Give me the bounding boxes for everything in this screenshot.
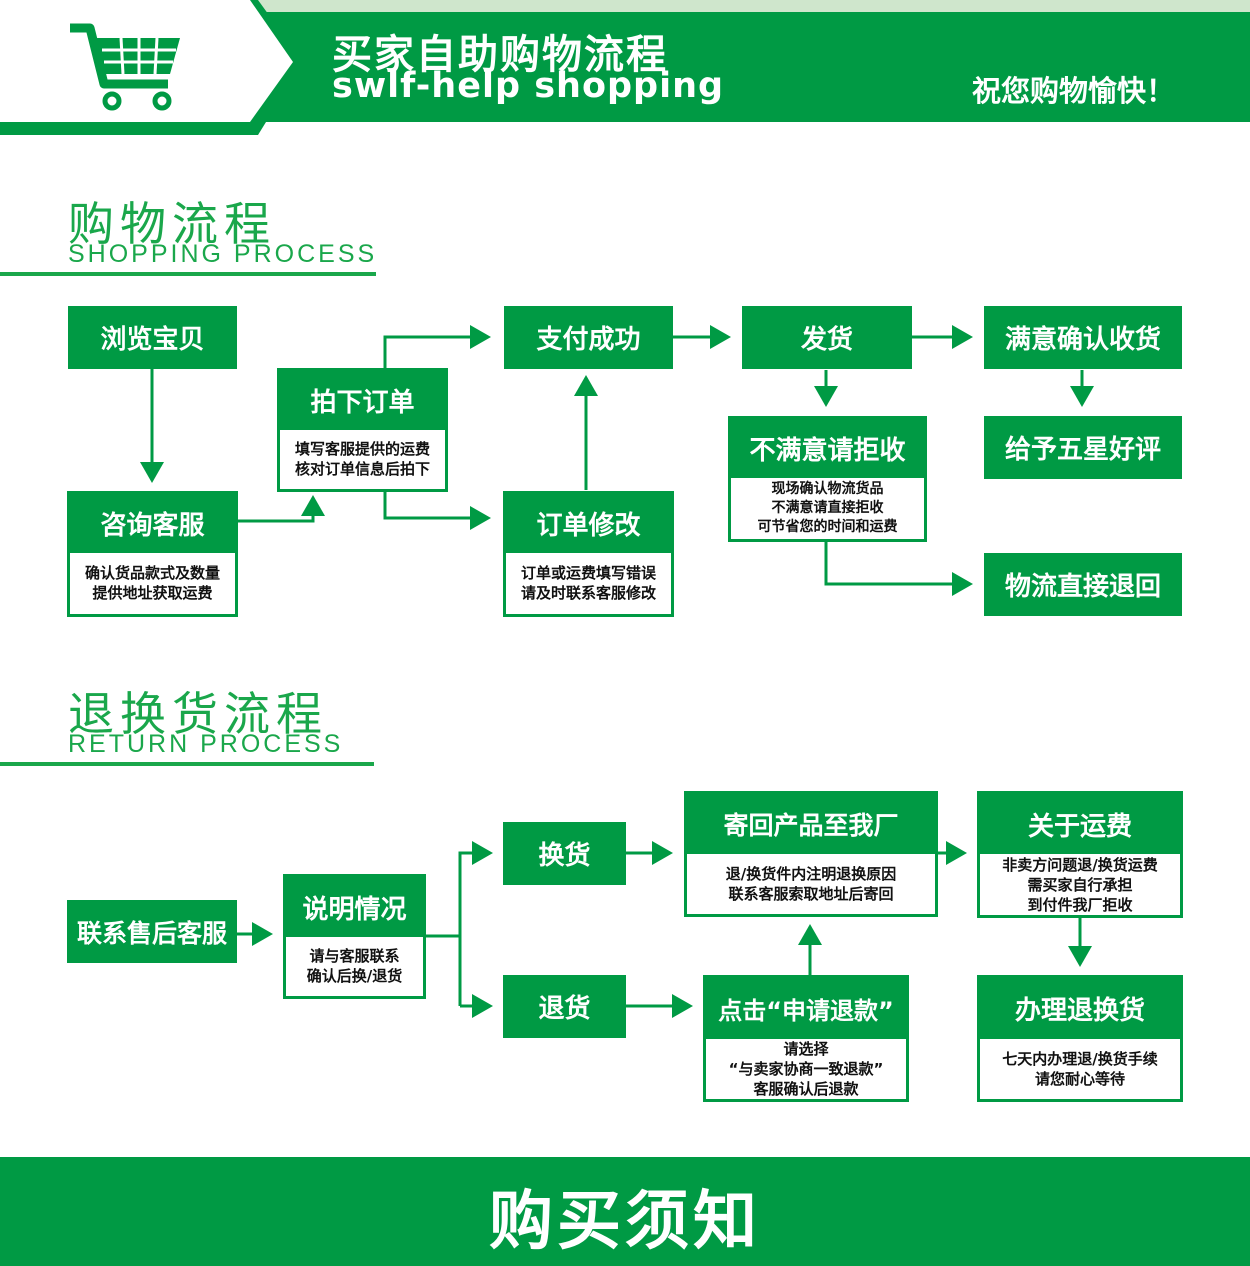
refund-step: 退货 bbox=[503, 975, 626, 1038]
shopping-section-underline bbox=[0, 272, 376, 276]
header-top-strip bbox=[0, 0, 1250, 12]
header-subtitle: swlf-help shopping bbox=[332, 66, 725, 106]
modify-line-1: 订单或运费填写错误 bbox=[520, 564, 656, 582]
apply-refund-step: 点击“申请退款” 请选择 “与卖家协商一致退款” 客服确认后退款 bbox=[703, 975, 909, 1102]
shipping-fee-step: 关于运费 非卖方问题退/换货运费 需买家自行承担 到付件我厂拒收 bbox=[977, 791, 1183, 918]
header-title: 买家自助购物流程 bbox=[332, 32, 668, 78]
reject-line-3: 可节省您的时间和运费 bbox=[757, 518, 898, 535]
apply-refund-line-2: “与卖家协商一致退款” bbox=[728, 1060, 884, 1078]
order-line-2: 核对订单信息后拍下 bbox=[294, 460, 430, 478]
shipping-fee-line-2: 需买家自行承担 bbox=[1027, 875, 1133, 894]
apply-refund-line-3: 客服确认后退款 bbox=[753, 1080, 859, 1098]
return-section-title: 退换货流程 bbox=[68, 687, 328, 741]
contact-aftersales-step: 联系售后客服 bbox=[67, 900, 237, 963]
reject-line-2: 不满意请直接拒收 bbox=[771, 499, 884, 516]
process-return-details: 七天内办理退/换货手续 请您耐心等待 bbox=[980, 1039, 1180, 1099]
five-star-review-step: 给予五星好评 bbox=[984, 416, 1182, 479]
payment-success-step: 支付成功 bbox=[504, 306, 673, 369]
reject-delivery-details: 现场确认物流货品 不满意请直接拒收 可节省您的时间和运费 bbox=[731, 478, 924, 538]
explain-line-2: 确认后换/退货 bbox=[306, 967, 403, 985]
place-order-details: 填写客服提供的运费 核对订单信息后拍下 bbox=[280, 430, 445, 488]
consult-service-step: 咨询客服 确认货品款式及数量 提供地址获取运费 bbox=[67, 491, 238, 617]
reject-line-1: 现场确认物流货品 bbox=[771, 480, 884, 497]
modify-order-details: 订单或运费填写错误 请及时联系客服修改 bbox=[506, 553, 671, 613]
consult-line-1: 确认货品款式及数量 bbox=[84, 564, 220, 582]
place-order-step: 拍下订单 填写客服提供的运费 核对订单信息后拍下 bbox=[277, 368, 448, 492]
process-return-step: 办理退换货 七天内办理退/换货手续 请您耐心等待 bbox=[977, 975, 1183, 1102]
confirm-receipt-step: 满意确认收货 bbox=[984, 306, 1182, 369]
ship-goods-step: 发货 bbox=[742, 306, 912, 369]
shipping-fee-line-3: 到付件我厂拒收 bbox=[1027, 895, 1133, 914]
explain-line-1: 请与客服联系 bbox=[309, 947, 400, 965]
logistics-return-step: 物流直接退回 bbox=[984, 553, 1182, 616]
explain-situation-title: 说明情况 bbox=[286, 877, 423, 937]
process-return-title: 办理退换货 bbox=[980, 978, 1180, 1039]
shipping-fee-line-1: 非卖方问题退/换货运费 bbox=[1002, 855, 1158, 874]
header-slogan: 祝您购物愉快！ bbox=[972, 74, 1176, 108]
place-order-title: 拍下订单 bbox=[280, 371, 445, 430]
explain-situation-details: 请与客服联系 确认后换/退货 bbox=[286, 937, 423, 995]
consult-service-title: 咨询客服 bbox=[70, 494, 235, 553]
footer-bar bbox=[0, 1157, 1250, 1266]
return-section-subtitle: RETURN PROCESS bbox=[68, 730, 344, 758]
process-return-line-2: 请您耐心等待 bbox=[1034, 1070, 1125, 1088]
footer-title: 购买须知 bbox=[489, 1184, 761, 1259]
send-back-title: 寄回产品至我厂 bbox=[687, 794, 935, 854]
send-back-line-1: 退/换货件内注明退换原因 bbox=[725, 864, 897, 883]
reject-delivery-title: 不满意请拒收 bbox=[731, 419, 924, 478]
reject-delivery-step: 不满意请拒收 现场确认物流货品 不满意请直接拒收 可节省您的时间和运费 bbox=[728, 416, 927, 542]
apply-refund-line-1: 请选择 bbox=[783, 1040, 829, 1058]
shopping-cart-icon bbox=[70, 23, 180, 111]
shopping-section-subtitle: SHOPPING PROCESS bbox=[68, 240, 378, 268]
return-section-underline bbox=[0, 762, 374, 766]
order-line-1: 填写客服提供的运费 bbox=[294, 440, 430, 458]
process-return-line-1: 七天内办理退/换货手续 bbox=[1002, 1050, 1158, 1068]
send-back-details: 退/换货件内注明退换原因 联系客服索取地址后寄回 bbox=[687, 854, 935, 913]
modify-line-2: 请及时联系客服修改 bbox=[520, 584, 656, 602]
explain-situation-step: 说明情况 请与客服联系 确认后换/退货 bbox=[283, 874, 426, 999]
consult-service-details: 确认货品款式及数量 提供地址获取运费 bbox=[70, 553, 235, 613]
modify-order-title: 订单修改 bbox=[506, 494, 671, 553]
apply-refund-details: 请选择 “与卖家协商一致退款” 客服确认后退款 bbox=[706, 1039, 906, 1099]
shipping-fee-details: 非卖方问题退/换货运费 需买家自行承担 到付件我厂拒收 bbox=[980, 854, 1180, 915]
exchange-step: 换货 bbox=[503, 822, 626, 885]
apply-refund-title: 点击“申请退款” bbox=[706, 978, 906, 1039]
send-back-step: 寄回产品至我厂 退/换货件内注明退换原因 联系客服索取地址后寄回 bbox=[684, 791, 938, 917]
send-back-line-2: 联系客服索取地址后寄回 bbox=[728, 884, 894, 903]
shopping-section-title: 购物流程 bbox=[68, 197, 276, 251]
consult-line-2: 提供地址获取运费 bbox=[92, 584, 213, 602]
browse-items-step: 浏览宝贝 bbox=[68, 306, 237, 369]
modify-order-step: 订单修改 订单或运费填写错误 请及时联系客服修改 bbox=[503, 491, 674, 617]
shipping-fee-title: 关于运费 bbox=[980, 794, 1180, 854]
